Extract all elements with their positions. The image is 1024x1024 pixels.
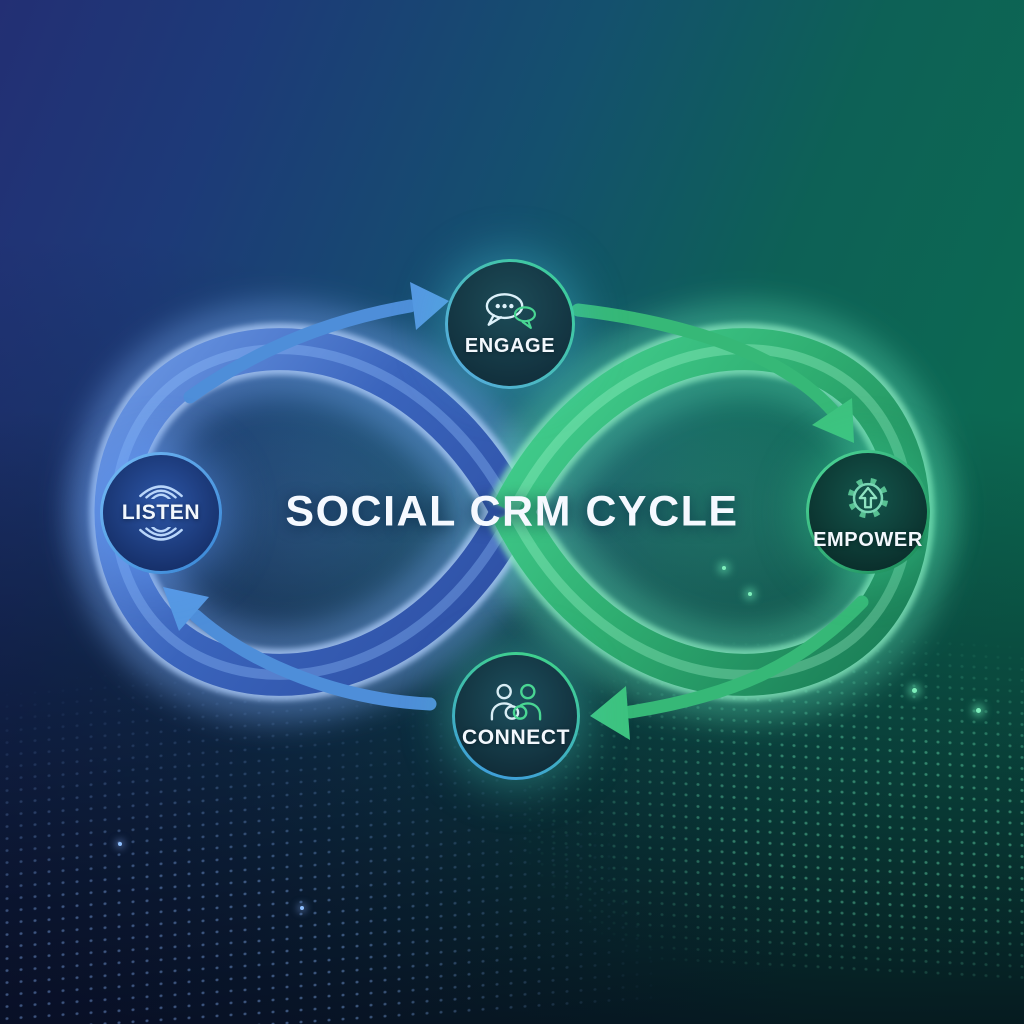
- node-engage: ENGAGE: [445, 259, 575, 389]
- node-listen-body: LISTEN: [103, 455, 219, 571]
- arrow-listen-to-engage: [183, 282, 449, 404]
- node-empower-label: EMPOWER: [813, 528, 923, 551]
- sound-waves-top-icon: [139, 485, 183, 499]
- blue-spark: [118, 842, 122, 846]
- people-link-icon: [490, 683, 542, 721]
- node-connect-body: CONNECT: [455, 655, 577, 777]
- arrow-connect-to-listen: [163, 587, 437, 711]
- diagram-title: SOCIAL CRM CYCLE: [285, 487, 739, 536]
- node-connect-label: CONNECT: [461, 726, 571, 749]
- gear-up-arrow-icon: [847, 477, 889, 518]
- node-engage-body: ENGAGE: [448, 262, 572, 386]
- chat-bubbles-icon: [485, 292, 537, 329]
- node-empower: EMPOWER: [806, 450, 930, 574]
- node-engage-label: ENGAGE: [464, 334, 556, 357]
- node-listen: LISTEN: [100, 452, 222, 574]
- green-spark: [912, 688, 917, 693]
- node-connect: CONNECT: [452, 652, 580, 780]
- node-empower-body: EMPOWER: [809, 453, 927, 571]
- sound-waves-bottom-icon: [139, 527, 183, 541]
- arrow-empower-to-connect: [590, 595, 869, 740]
- green-spark: [748, 592, 752, 596]
- node-listen-label: LISTEN: [121, 501, 201, 524]
- green-spark: [976, 708, 981, 713]
- blue-spark: [300, 906, 304, 910]
- green-spark: [722, 566, 726, 570]
- arrow-engage-to-empower: [571, 303, 854, 443]
